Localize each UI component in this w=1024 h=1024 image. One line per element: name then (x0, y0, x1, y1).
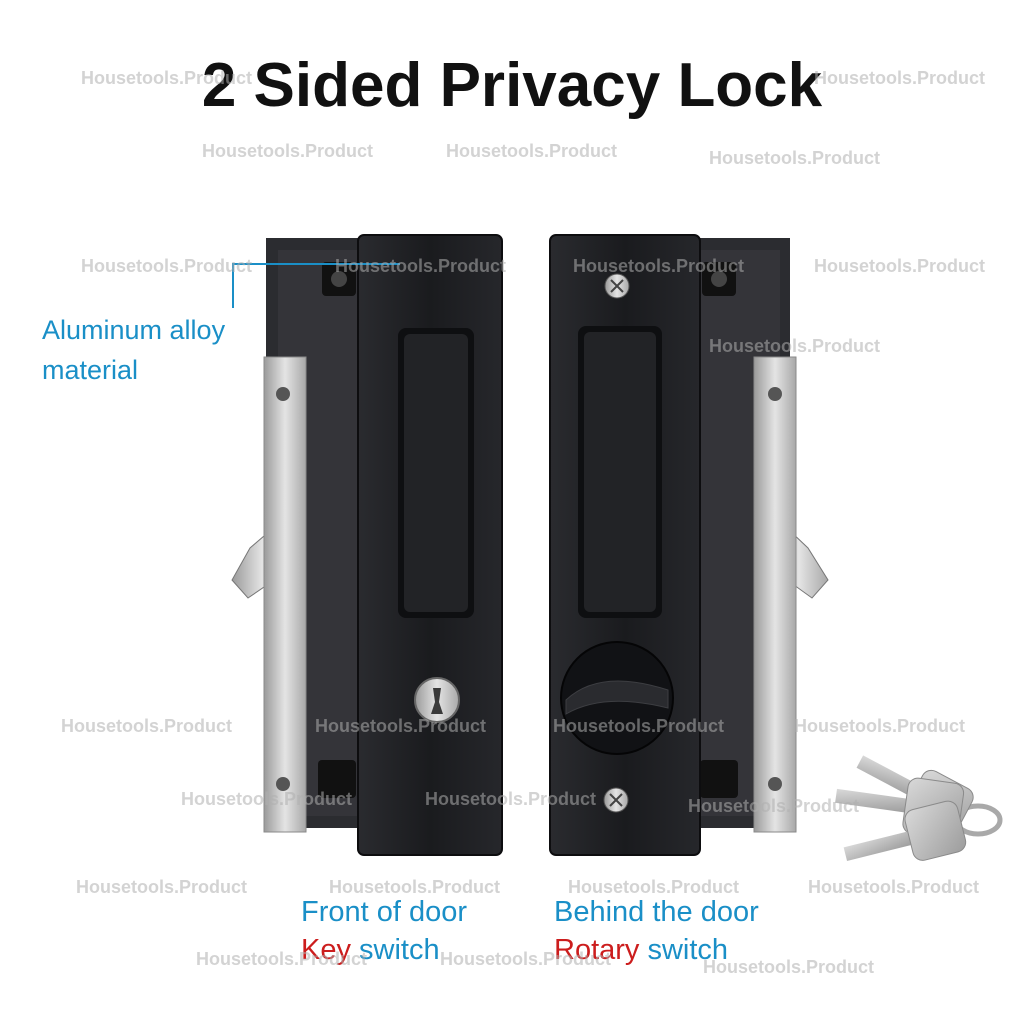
material-callout-line1: Aluminum alloy (42, 315, 226, 345)
rotary-word: Rotary (554, 934, 640, 966)
back-lock (549, 234, 829, 856)
back-subcaption: Rotary switch (554, 931, 728, 969)
product-title: 2 Sided Privacy Lock (201, 51, 823, 120)
material-callout: Aluminum alloy material (42, 310, 225, 390)
back-caption: Behind the door (554, 896, 759, 928)
material-callout-line2: material (42, 355, 139, 385)
front-caption: Front of door (301, 896, 468, 928)
callout-leader (232, 263, 400, 308)
front-subcaption: Key switch (301, 931, 440, 969)
front-switch-word: switch (359, 934, 440, 966)
back-switch-word: switch (647, 934, 729, 966)
key-word: Key (301, 934, 351, 966)
keys (835, 755, 1003, 861)
front-lock (231, 234, 503, 856)
